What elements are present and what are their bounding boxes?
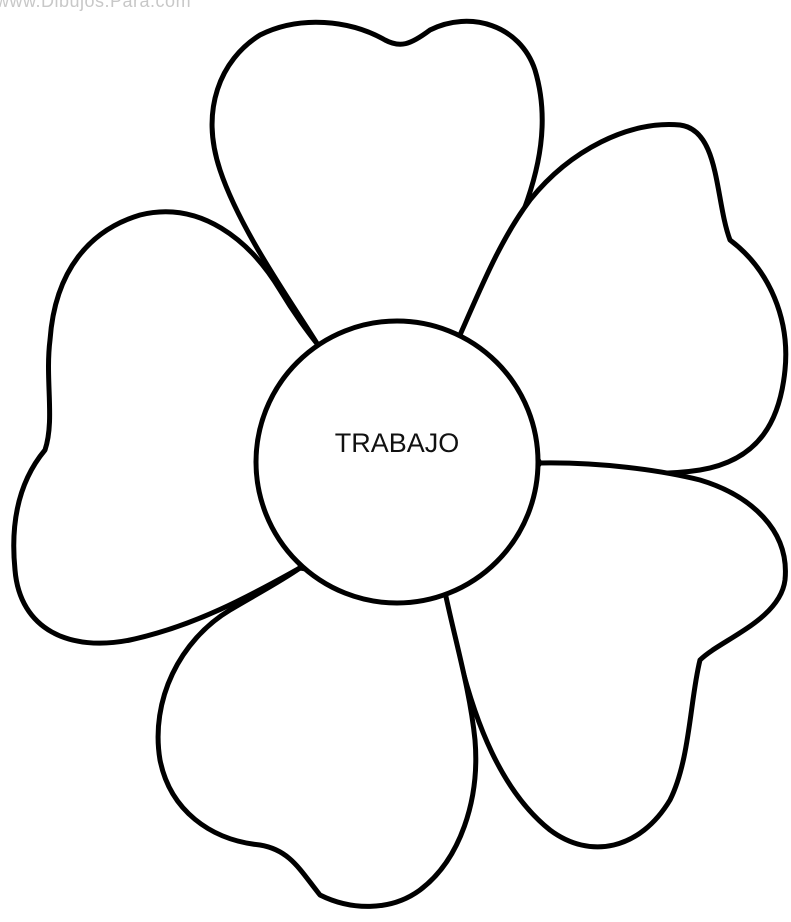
- center-label: TRABAJO: [297, 430, 497, 457]
- watermark: www.Dibujos.Para.com: [0, 0, 191, 12]
- petal-bottom-left: [158, 568, 476, 906]
- flower-center: [256, 321, 538, 603]
